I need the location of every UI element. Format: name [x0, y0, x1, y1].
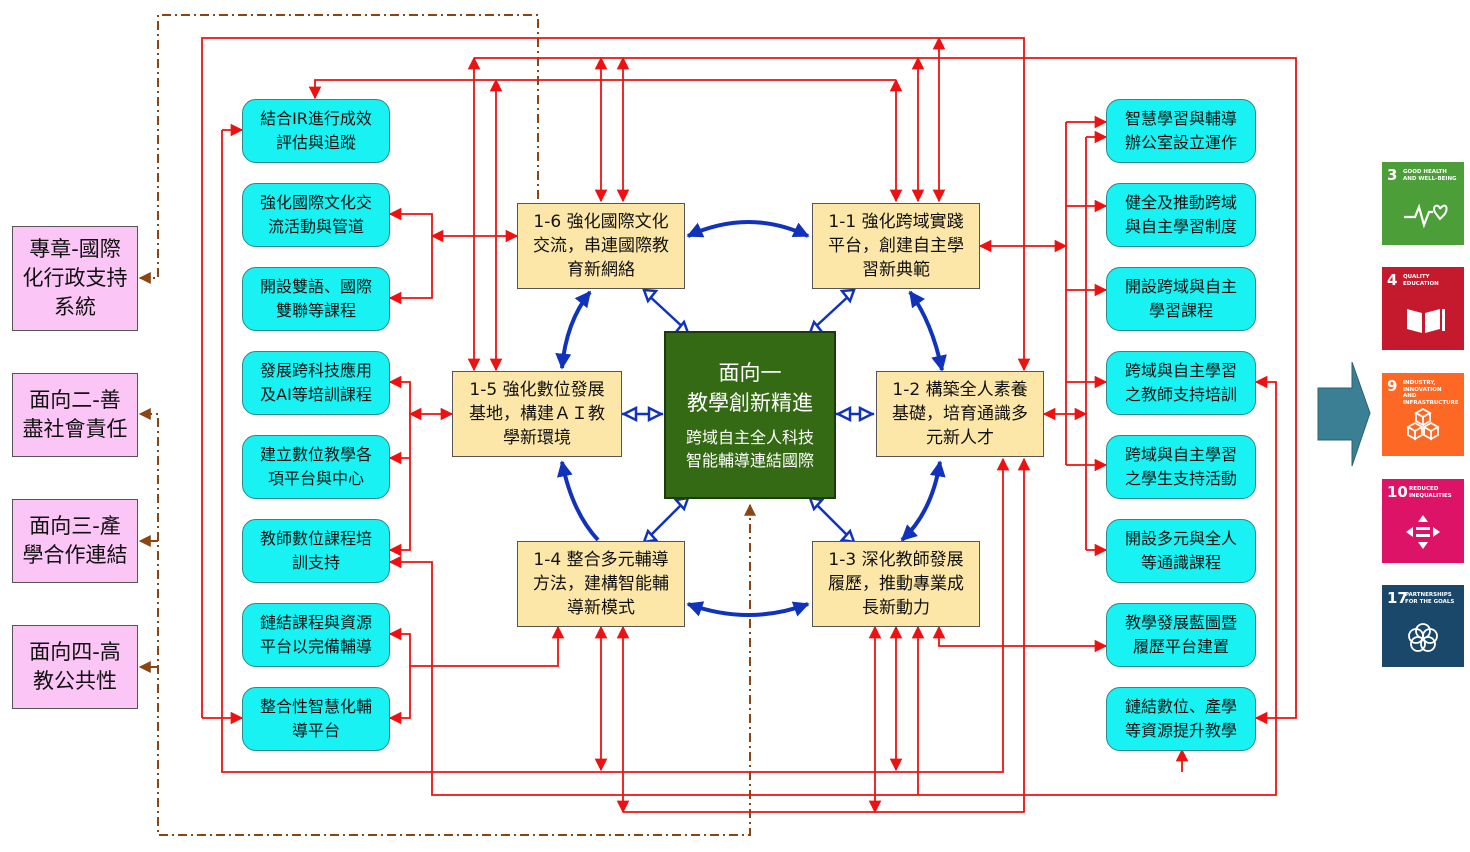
action-general-education: 開設多元與全人 等通識課程 [1106, 519, 1256, 583]
action-cross-domain-courses: 開設跨域與自主 學習課程 [1106, 267, 1256, 331]
sdg-4-tile: 4 QUALITY EDUCATION [1382, 267, 1464, 350]
equality-icon [1406, 515, 1440, 549]
link-international-admin [138, 14, 539, 284]
sdg-17-tile: 17 PARTNERSHIPS FOR THE GOALS [1382, 585, 1464, 667]
action-blueprint-platform: 教學發展藍圖暨 履歷平台建置 [1106, 603, 1256, 667]
core-dimension-box: 面向一 教學創新精進 跨域自主全人科技 智能輔導連結國際 [664, 331, 836, 499]
dimension-industry-cooperation: 面向三-產 學合作連結 [12, 499, 138, 583]
strategy-1-6: 1-6 強化國際文化 交流，串連國際教 育新網絡 [517, 203, 685, 289]
action-ir-evaluation: 結合IR進行成效 評估與追蹤 [242, 99, 390, 163]
action-digital-platforms: 建立數位教學各 項平台與中心 [242, 435, 390, 499]
sdg-arrow-shape [1317, 361, 1371, 467]
dimension-international-admin: 專章-國際 化行政支持 系統 [12, 226, 138, 331]
link-social [138, 408, 756, 836]
dimension-links [138, 14, 756, 836]
strategy-1-5: 1-5 強化數位發展 基地，構建ＡＩ教 學新環境 [452, 371, 622, 457]
sdg-label: GOOD HEALTH AND WELL-BEING [1403, 169, 1457, 182]
action-resource-link: 鏈結數位、產學 等資源提升教學 [1106, 687, 1256, 751]
sdg-label: INDUSTRY, INNOVATION AND INFRASTRUCTURE [1403, 380, 1459, 406]
action-cross-domain-system: 健全及推動跨域 與自主學習制度 [1106, 183, 1256, 247]
sdg-label: REDUCED INEQUALITIES [1409, 486, 1452, 499]
action-ai-training: 發展跨科技應用 及AI等培訓課程 [242, 351, 390, 415]
cycle-arrows [555, 220, 947, 617]
sdg-number: 4 [1387, 271, 1398, 289]
core-subtitle: 跨域自主全人科技 智能輔導連結國際 [685, 428, 814, 470]
core-title: 面向一 教學創新精進 [687, 361, 813, 415]
center-links [621, 288, 875, 544]
action-teacher-support: 跨域與自主學習 之教師支持培訓 [1106, 351, 1256, 415]
sdg-3-tile: 3 GOOD HEALTH AND WELL-BEING [1382, 162, 1464, 245]
cubes-icon [1406, 407, 1440, 441]
heartbeat-icon [1404, 203, 1448, 229]
sdg-number: 9 [1387, 377, 1398, 395]
action-smart-learning-office: 智慧學習與輔導 辦公室設立運作 [1106, 99, 1256, 163]
action-smart-counseling-platform: 整合性智慧化輔 導平台 [242, 687, 390, 751]
action-links [201, 36, 1297, 814]
book-icon [1407, 309, 1445, 333]
action-course-resource-link: 鏈結課程與資源 平台以完備輔導 [242, 603, 390, 667]
sdg-9-tile: 9 INDUSTRY, INNOVATION AND INFRASTRUCTUR… [1382, 373, 1464, 456]
strategy-1-3: 1-3 深化教師發展 履歷，推動專業成 長新動力 [812, 541, 980, 627]
action-bilingual-courses: 開設雙語、國際 雙聯等課程 [242, 267, 390, 331]
action-teacher-digital-courses: 教師數位課程培 訓支持 [242, 519, 390, 583]
strategy-1-1: 1-1 強化跨域實踐 平台，創建自主學 習新典範 [812, 203, 980, 289]
dimension-public-education: 面向四-高 教公共性 [12, 625, 138, 709]
rings-icon [1408, 623, 1438, 652]
action-intl-culture: 強化國際文化交 流活動與管道 [242, 183, 390, 247]
sdg-label: PARTNERSHIPS FOR THE GOALS [1405, 592, 1455, 605]
sdg-label: QUALITY EDUCATION [1403, 274, 1439, 287]
strategy-1-2: 1-2 構築全人素養 基礎，培育通識多 元新人才 [876, 371, 1044, 457]
sdg-number: 10 [1387, 483, 1408, 501]
sdg-10-tile: 10 REDUCED INEQUALITIES [1382, 479, 1464, 563]
sdg-number: 17 [1387, 589, 1408, 607]
strategy-1-4: 1-4 整合多元輔導 方法，建構智能輔 導新模式 [517, 541, 685, 627]
action-student-support: 跨域與自主學習 之學生支持活動 [1106, 435, 1256, 499]
sdg-number: 3 [1387, 166, 1398, 184]
dimension-social-responsibility: 面向二-善 盡社會責任 [12, 373, 138, 457]
